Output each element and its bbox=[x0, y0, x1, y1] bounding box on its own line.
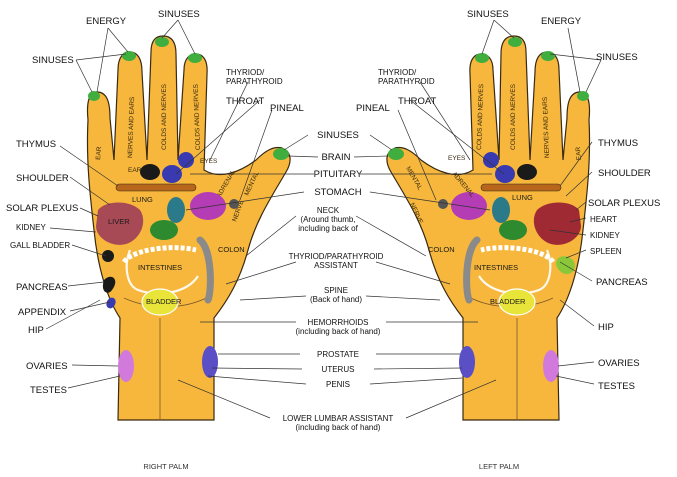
pineal-zone bbox=[229, 199, 239, 209]
label-thymus: THYMUS bbox=[16, 139, 56, 150]
label-ovaries: OVARIES bbox=[598, 358, 640, 369]
left-palm-hand bbox=[386, 35, 591, 421]
label-hip: HIP bbox=[598, 322, 614, 333]
label-lower-lumbar: LOWER LUMBAR ASSISTANT(including back of… bbox=[283, 414, 394, 432]
ears-zone bbox=[140, 164, 160, 180]
label-hemorrhoids: HEMORRHOIDS(including back of hand) bbox=[296, 318, 381, 336]
organ-label-intestines: INTESTINES bbox=[474, 263, 518, 272]
label-pancreas: PANCREAS bbox=[16, 282, 68, 293]
label-thyroid-parathyroid: THYRIOD/PARATHYROID bbox=[378, 68, 435, 86]
fingertip-sinus bbox=[122, 51, 136, 61]
liver-zone bbox=[96, 202, 144, 245]
label-sinuses: SINUSES bbox=[467, 9, 509, 20]
label-stomach: STOMACH bbox=[314, 187, 361, 198]
organ-label-lung: LUNG bbox=[132, 195, 153, 204]
kidney-zone bbox=[150, 220, 178, 240]
thumb-tip-brain bbox=[273, 148, 289, 160]
right-fingertips bbox=[88, 37, 289, 160]
pancreas-zone bbox=[102, 276, 116, 293]
label-testes: TESTES bbox=[598, 381, 635, 392]
bladder-zone bbox=[141, 288, 179, 316]
gall-bladder-zone bbox=[102, 250, 114, 262]
caption-right-palm: RIGHT PALM bbox=[143, 462, 188, 471]
colon-zone bbox=[196, 236, 214, 304]
label-energy: ENERGY bbox=[86, 16, 127, 27]
ovaries-zone bbox=[118, 350, 134, 382]
label-spleen: SPLEEN bbox=[590, 247, 622, 256]
fingertip-sinus bbox=[88, 91, 100, 101]
finger-label-colds-nerves: COLDS AND NERVES bbox=[193, 83, 202, 150]
zone-label-ears: EARS bbox=[128, 167, 146, 174]
thyroid-zone bbox=[115, 183, 197, 192]
label-gall-bladder: GALL BLADDER bbox=[10, 241, 70, 250]
finger-label-nerves-ears: NERVES AND EARS bbox=[127, 96, 136, 158]
right-organs: LIVER LUNG COLON INTESTINES BLADDER bbox=[96, 152, 245, 382]
finger-label-colds-nerves: COLDS AND NERVES bbox=[510, 83, 517, 150]
label-shoulder: SHOULDER bbox=[598, 168, 651, 179]
stomach-zone bbox=[167, 197, 185, 223]
organ-label-liver: LIVER bbox=[108, 217, 130, 226]
label-penis: PENIS bbox=[326, 380, 350, 389]
label-prostate: PROSTATE bbox=[317, 350, 359, 359]
leader-lines bbox=[45, 19, 602, 419]
organ-label-bladder: BLADDER bbox=[146, 297, 182, 306]
label-pineal: PINEAL bbox=[356, 103, 390, 114]
label-sinuses: SINUSES bbox=[317, 130, 359, 141]
organ-label-colon: COLON bbox=[218, 245, 245, 254]
eyes-zone bbox=[178, 152, 194, 168]
prostate-zone bbox=[202, 346, 218, 378]
label-energy: ENERGY bbox=[541, 16, 582, 27]
label-throat: THROAT bbox=[226, 96, 265, 107]
label-brain: BRAIN bbox=[321, 152, 350, 163]
label-spine: SPINE(Back of hand) bbox=[310, 286, 362, 304]
finger-label-ear: EAR bbox=[95, 146, 103, 160]
finger-label-nerves-ears: NERVES AND EARS bbox=[542, 96, 551, 158]
organ-label-intestines: INTESTINES bbox=[138, 263, 182, 272]
pituitary-zone bbox=[162, 165, 182, 183]
zone-label-eyes: EYES bbox=[448, 155, 466, 162]
label-throat: THROAT bbox=[398, 96, 437, 107]
fingertip-sinus bbox=[155, 37, 169, 47]
finger-label-colds-nerves: COLDS AND NERVES bbox=[161, 83, 168, 150]
label-kidney: KIDNEY bbox=[16, 223, 46, 232]
organ-label-bladder: BLADDER bbox=[490, 297, 526, 306]
label-sinuses: SINUSES bbox=[32, 55, 74, 66]
label-testes: TESTES bbox=[30, 385, 67, 396]
label-neck: NECK(Around thumb,including back of bbox=[298, 206, 358, 233]
zone-label-eyes: EYES bbox=[200, 158, 218, 165]
organ-label-lung: LUNG bbox=[512, 193, 533, 202]
label-sinuses: SINUSES bbox=[158, 9, 200, 20]
label-solar-plexus: SOLAR PLEXUS bbox=[6, 203, 78, 214]
finger-label-colds-nerves: COLDS AND NERVES bbox=[476, 83, 485, 150]
intestines-zone bbox=[121, 245, 197, 264]
label-kidney: KIDNEY bbox=[590, 231, 620, 240]
label-appendix: APPENDIX bbox=[18, 307, 67, 318]
right-palm-hand bbox=[86, 35, 291, 421]
label-hip: HIP bbox=[28, 325, 44, 336]
label-pituitary: PITUITARY bbox=[314, 169, 363, 180]
label-sinuses: SINUSES bbox=[596, 52, 638, 63]
finger-label-ear: EAR bbox=[575, 146, 583, 160]
label-pancreas: PANCREAS bbox=[596, 277, 648, 288]
label-pineal: PINEAL bbox=[270, 103, 304, 114]
label-thyroid-parathyroid: THYRIOD/PARATHYROID bbox=[226, 68, 283, 86]
appendix-zone bbox=[106, 297, 116, 309]
organ-label-colon: COLON bbox=[428, 245, 455, 254]
caption-left-palm: LEFT PALM bbox=[479, 462, 519, 471]
label-ovaries: OVARIES bbox=[26, 361, 68, 372]
label-thymus: THYMUS bbox=[598, 138, 638, 149]
label-solar-plexus: SOLAR PLEXUS bbox=[588, 198, 660, 209]
label-shoulder: SHOULDER bbox=[16, 173, 69, 184]
fingertip-sinus bbox=[188, 53, 202, 63]
adrenal-zone bbox=[190, 192, 226, 220]
label-uterus: UTERUS bbox=[322, 365, 355, 374]
label-heart: HEART bbox=[590, 215, 617, 224]
